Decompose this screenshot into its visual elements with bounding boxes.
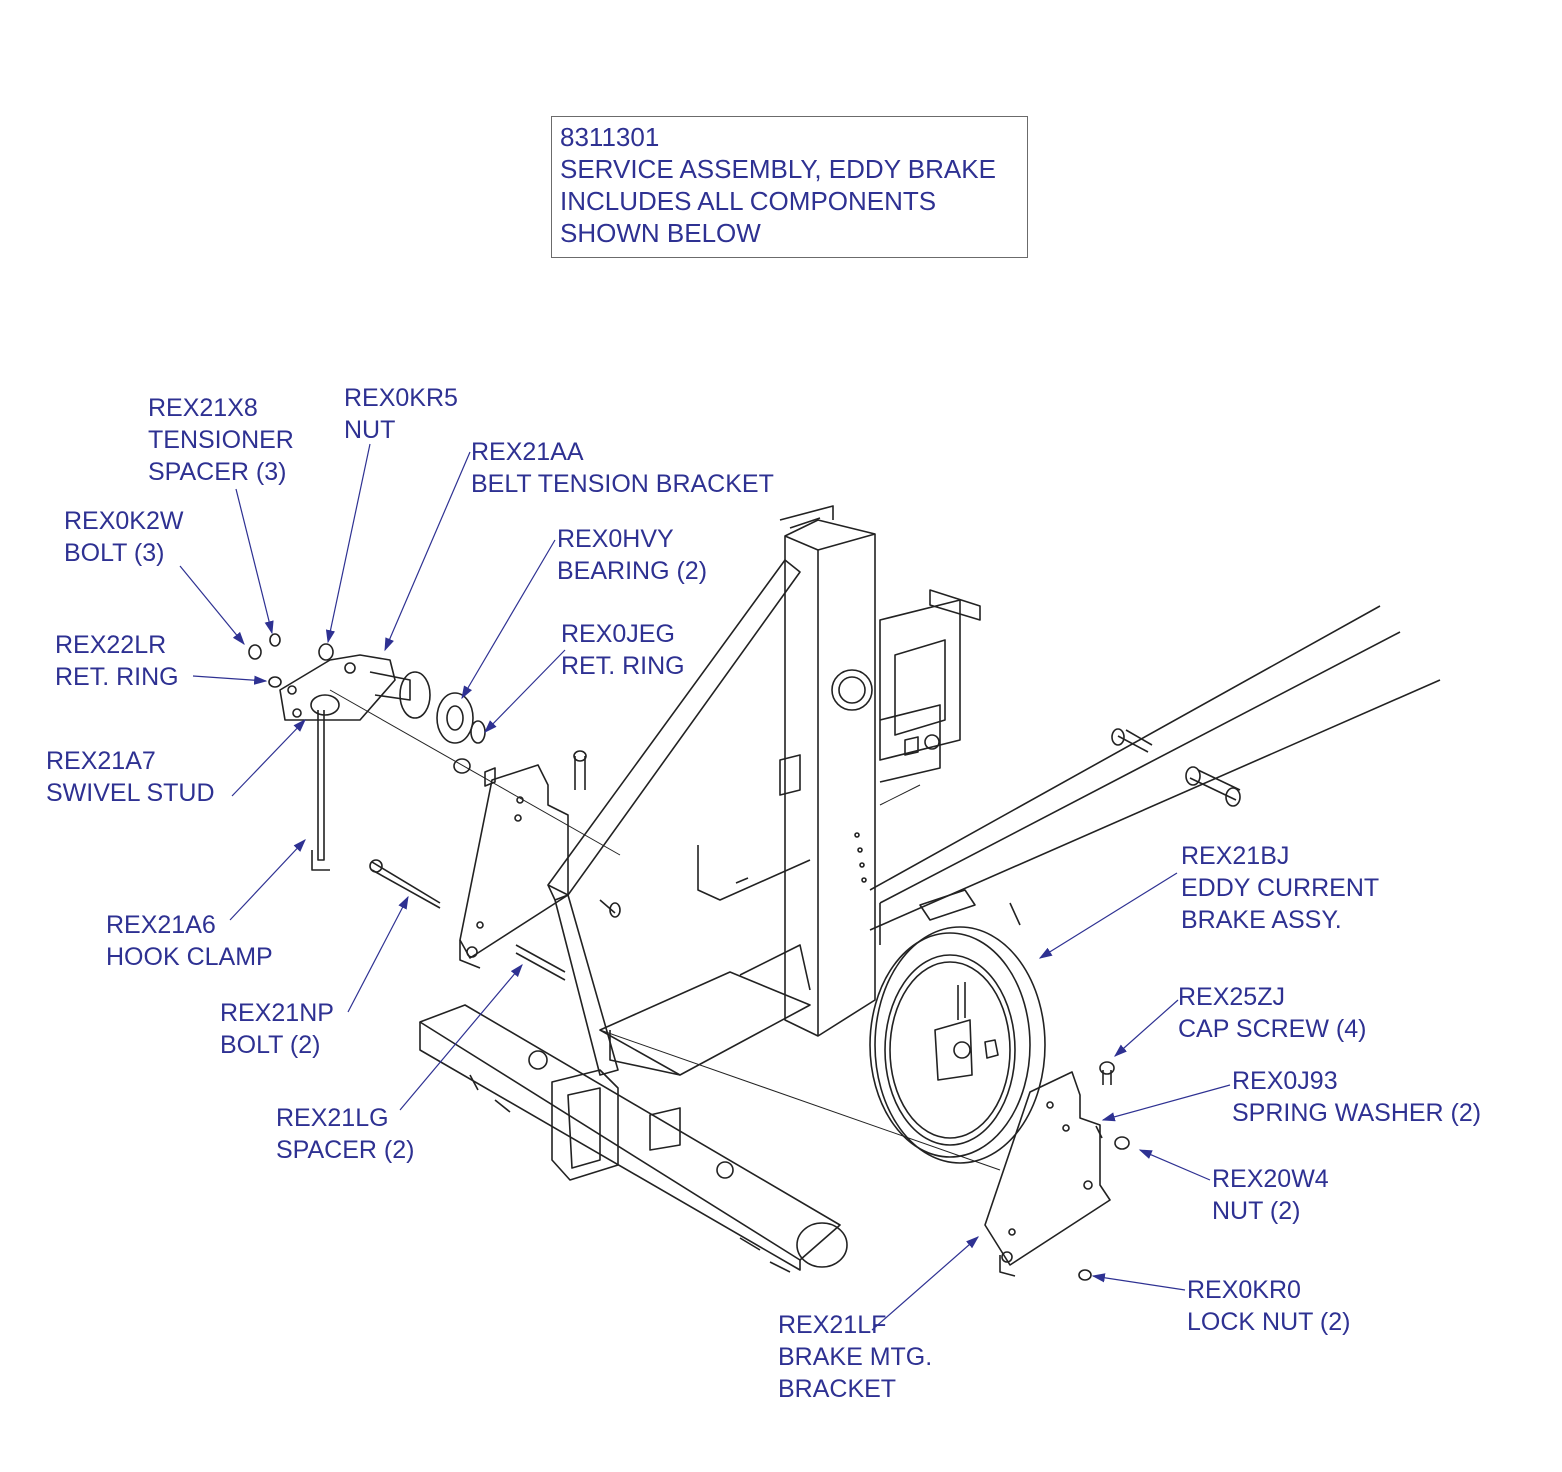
part-number: REX0JEG bbox=[561, 620, 675, 648]
callout-rex0k2w: REX0K2W BOLT (3) bbox=[64, 505, 183, 569]
leader-lines bbox=[179, 443, 1231, 1331]
tensioner-hardware bbox=[248, 633, 621, 981]
callout-rex25zj: REX25ZJ CAP SCREW (4) bbox=[1178, 981, 1366, 1045]
part-number: REX21A6 bbox=[106, 911, 216, 939]
part-description: CAP SCREW (4) bbox=[1178, 1015, 1367, 1043]
part-description: SPACER (3) bbox=[148, 458, 287, 486]
callout-rex21x8: REX21X8 TENSIONER SPACER (3) bbox=[148, 392, 294, 488]
long-beam bbox=[869, 605, 1441, 945]
part-number: REX21A7 bbox=[46, 747, 156, 775]
part-description: HOOK CLAMP bbox=[106, 943, 273, 971]
right-brake-bracket bbox=[984, 1071, 1111, 1277]
part-description: RET. RING bbox=[55, 663, 179, 691]
callout-rex21lg: REX21LG SPACER (2) bbox=[276, 1102, 414, 1166]
diagonal-brace bbox=[547, 559, 801, 1076]
title-block: 8311301 SERVICE ASSEMBLY, EDDY BRAKE INC… bbox=[551, 116, 1028, 258]
callout-rex0jeg: REX0JEG RET. RING bbox=[561, 618, 685, 682]
callout-rex22lr: REX22LR RET. RING bbox=[55, 629, 179, 693]
left-mounting-plate bbox=[459, 764, 569, 969]
part-number: REX21AA bbox=[471, 438, 584, 466]
callout-rex21bj: REX21BJ EDDY CURRENT BRAKE ASSY. bbox=[1181, 840, 1379, 936]
callout-rex0hvy: REX0HVY BEARING (2) bbox=[557, 523, 707, 587]
part-description: NUT (2) bbox=[1212, 1197, 1301, 1225]
part-description: BOLT (3) bbox=[64, 539, 165, 567]
part-description: SPRING WASHER (2) bbox=[1232, 1099, 1482, 1127]
part-description: EDDY CURRENT bbox=[1181, 874, 1380, 902]
callout-rex20w4: REX20W4 NUT (2) bbox=[1212, 1163, 1329, 1227]
callout-rex21lf: REX21LF BRAKE MTG. BRACKET bbox=[778, 1309, 932, 1405]
callout-rex0kr5: REX0KR5 NUT bbox=[344, 382, 458, 446]
part-number: REX21NP bbox=[220, 999, 334, 1027]
part-description: LOCK NUT (2) bbox=[1187, 1308, 1351, 1336]
callout-rex21np: REX21NP BOLT (2) bbox=[220, 997, 334, 1061]
coupling-block bbox=[551, 1069, 681, 1181]
part-number: REX21LG bbox=[276, 1104, 389, 1132]
callout-rex0kr0: REX0KR0 LOCK NUT (2) bbox=[1187, 1274, 1350, 1338]
callout-rex21a7: REX21A7 SWIVEL STUD bbox=[46, 745, 215, 809]
front-tube bbox=[419, 1004, 848, 1273]
callout-rex0j93: REX0J93 SPRING WASHER (2) bbox=[1232, 1065, 1481, 1129]
base-plate bbox=[599, 944, 811, 1076]
part-number: REX0KR5 bbox=[344, 384, 458, 412]
frame-linework bbox=[248, 505, 1441, 1281]
callout-rex21a6: REX21A6 HOOK CLAMP bbox=[106, 909, 273, 973]
vertical-mast bbox=[779, 505, 876, 1037]
explode-lines bbox=[329, 689, 1001, 1171]
part-number: REX0KR0 bbox=[1187, 1276, 1301, 1304]
part-description: SWIVEL STUD bbox=[46, 779, 215, 807]
assembly-note-line-1: INCLUDES ALL COMPONENTS bbox=[560, 186, 937, 216]
part-number: REX25ZJ bbox=[1178, 983, 1285, 1011]
part-number: REX22LR bbox=[55, 631, 167, 659]
roller-pins bbox=[1111, 728, 1241, 807]
right-hardware bbox=[1078, 1061, 1130, 1281]
part-description: BEARING (2) bbox=[557, 557, 708, 585]
part-number: REX20W4 bbox=[1212, 1165, 1329, 1193]
part-description: BELT TENSION BRACKET bbox=[471, 470, 774, 498]
part-description: NUT bbox=[344, 416, 396, 444]
part-description: TENSIONER bbox=[148, 426, 294, 454]
eddy-brake-disk bbox=[869, 889, 1046, 1164]
part-description: BRACKET bbox=[778, 1375, 897, 1403]
part-number: REX0HVY bbox=[557, 525, 674, 553]
part-description: RET. RING bbox=[561, 652, 685, 680]
part-number: REX21BJ bbox=[1181, 842, 1290, 870]
part-number: REX0K2W bbox=[64, 507, 184, 535]
part-number: REX21X8 bbox=[148, 394, 258, 422]
callout-rex21aa: REX21AA BELT TENSION BRACKET bbox=[471, 436, 774, 500]
part-description: BRAKE ASSY. bbox=[1181, 906, 1342, 934]
assembly-note-line-2: SHOWN BELOW bbox=[560, 218, 761, 248]
part-description: SPACER (2) bbox=[276, 1136, 415, 1164]
motor-block bbox=[879, 589, 981, 783]
part-description: BRAKE MTG. bbox=[778, 1343, 933, 1371]
cable bbox=[697, 845, 811, 901]
assembly-number: 8311301 bbox=[560, 122, 660, 152]
part-description: BOLT (2) bbox=[220, 1031, 321, 1059]
part-number: REX0J93 bbox=[1232, 1067, 1338, 1095]
assembly-name: SERVICE ASSEMBLY, EDDY BRAKE bbox=[560, 154, 996, 184]
part-number: REX21LF bbox=[778, 1311, 887, 1339]
